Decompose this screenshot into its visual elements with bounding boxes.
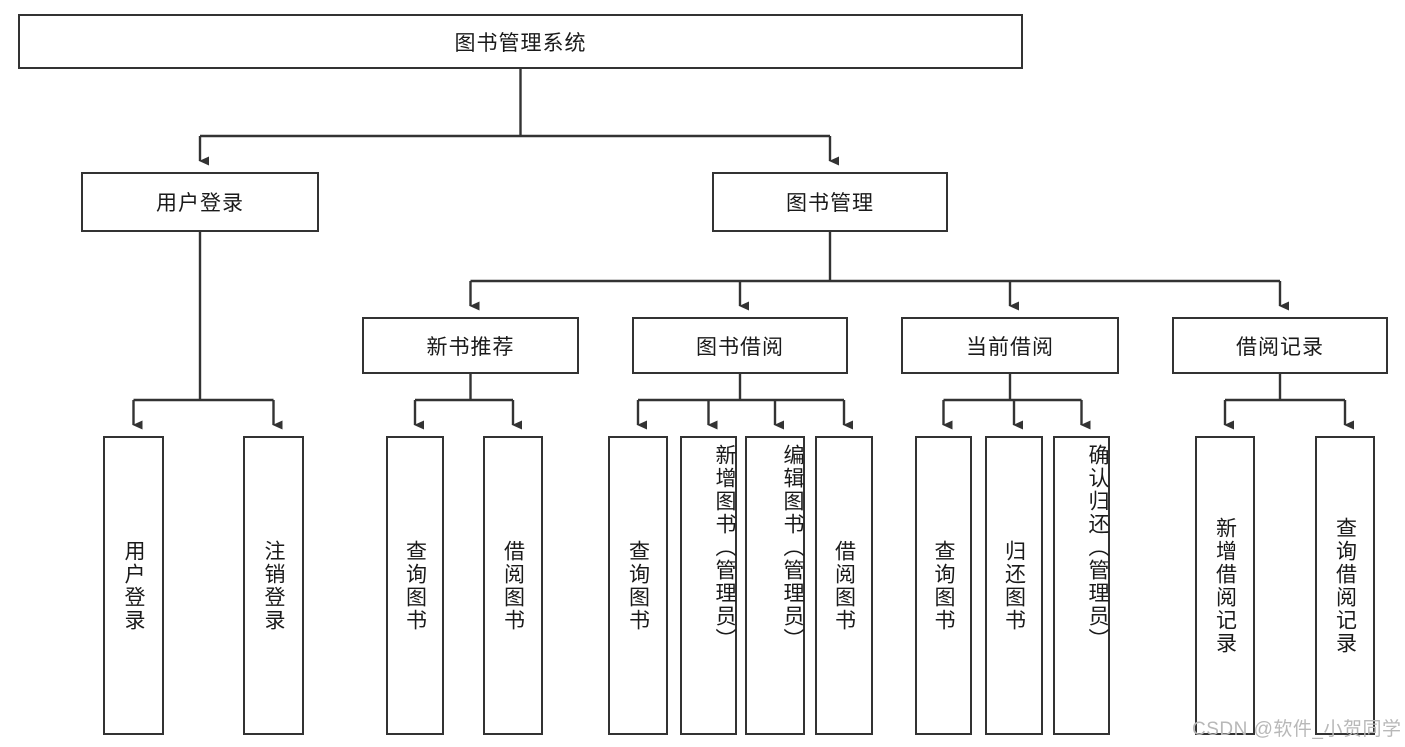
node-leaf-confirm-return[interactable]: 确认归还（管理员） <box>1053 436 1110 735</box>
node-book-borrow[interactable]: 图书借阅 <box>632 317 848 374</box>
node-label: 当前借阅 <box>966 335 1054 359</box>
node-label: 查询图书 <box>932 539 955 632</box>
node-label: 借阅图书 <box>832 539 856 632</box>
node-label: 用户登录 <box>156 192 244 215</box>
node-label: 查询图书 <box>626 539 650 632</box>
node-label: 新书推荐 <box>426 335 515 359</box>
node-user-login[interactable]: 用户登录 <box>81 172 319 232</box>
node-label: 归还图书 <box>1002 539 1026 632</box>
node-label: 借阅图书 <box>501 539 525 632</box>
node-leaf-query-book-rec[interactable]: 查询图书 <box>386 436 444 735</box>
node-label: 新增图书（管理员） <box>713 444 736 651</box>
node-leaf-user-login[interactable]: 用户登录 <box>103 436 164 735</box>
node-label: 新增借阅记录 <box>1213 516 1237 655</box>
node-label: 确认归还（管理员） <box>1086 444 1109 651</box>
node-root[interactable]: 图书管理系统 <box>18 14 1023 69</box>
node-label: 图书管理 <box>786 192 874 215</box>
node-current-borrow[interactable]: 当前借阅 <box>901 317 1119 374</box>
node-leaf-query-book-bor[interactable]: 查询图书 <box>608 436 668 735</box>
node-leaf-borrow-book-bor[interactable]: 借阅图书 <box>815 436 873 735</box>
node-label: 查询借阅记录 <box>1333 516 1357 655</box>
node-leaf-edit-book[interactable]: 编辑图书（管理员） <box>745 436 805 735</box>
node-label: 查询图书 <box>403 539 427 632</box>
node-label: 借阅记录 <box>1236 335 1324 359</box>
node-label: 用户登录 <box>122 539 145 632</box>
node-new-book-rec[interactable]: 新书推荐 <box>362 317 579 374</box>
node-leaf-query-record[interactable]: 查询借阅记录 <box>1315 436 1375 735</box>
csdn-watermark: CSDN @软件_小贺同学 <box>1192 719 1402 740</box>
node-leaf-return-book[interactable]: 归还图书 <box>985 436 1043 735</box>
node-leaf-add-book[interactable]: 新增图书（管理员） <box>680 436 737 735</box>
node-label: 编辑图书（管理员） <box>781 444 804 651</box>
node-borrow-record[interactable]: 借阅记录 <box>1172 317 1388 374</box>
node-leaf-logout[interactable]: 注销登录 <box>243 436 304 735</box>
node-book-manage[interactable]: 图书管理 <box>712 172 948 232</box>
node-leaf-add-record[interactable]: 新增借阅记录 <box>1195 436 1255 735</box>
node-leaf-query-book-cur[interactable]: 查询图书 <box>915 436 972 735</box>
node-label: 注销登录 <box>262 539 285 632</box>
node-label: 图书管理系统 <box>454 31 587 55</box>
node-leaf-borrow-book-rec[interactable]: 借阅图书 <box>483 436 543 735</box>
node-label: 图书借阅 <box>696 335 784 359</box>
